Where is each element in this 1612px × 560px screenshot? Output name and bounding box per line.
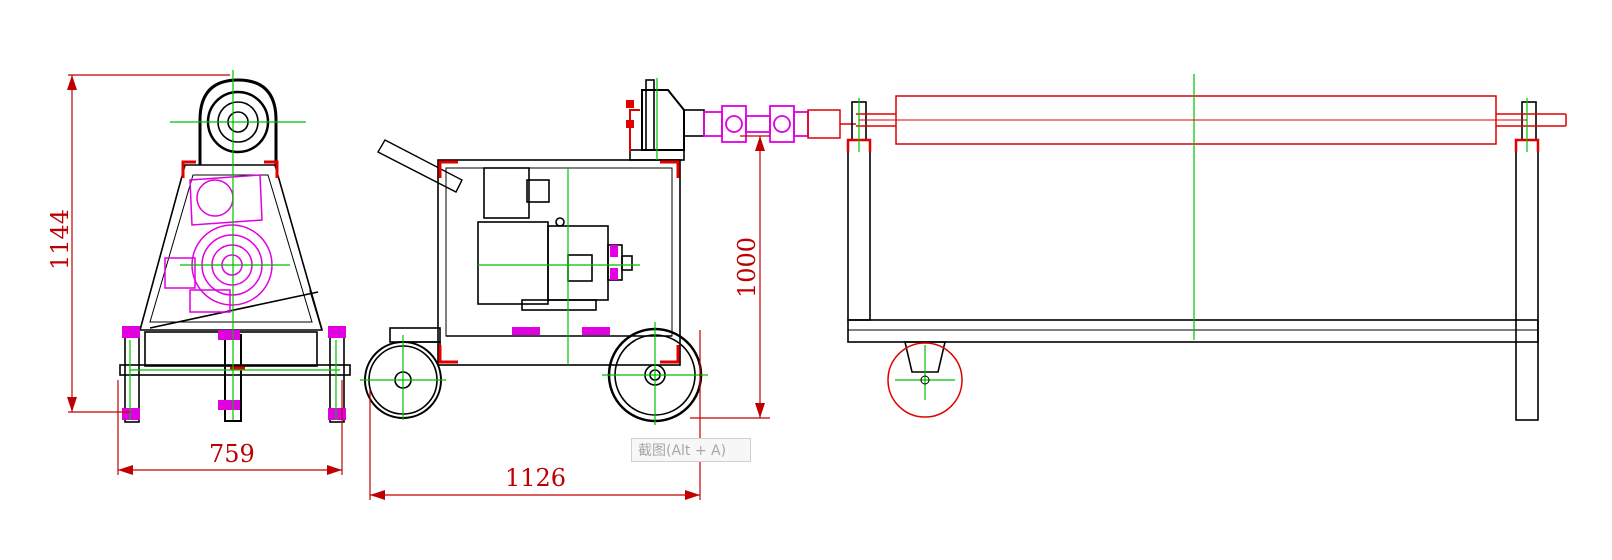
dimension-height-total: [67, 74, 230, 413]
side-red-corners: [438, 109, 680, 364]
dimension-width-front-label: 759: [209, 440, 255, 468]
drive-shaft: [703, 105, 809, 143]
front-centerlines: [129, 70, 340, 420]
dimension-height-side: [690, 135, 770, 419]
roller: [846, 95, 1567, 418]
dimension-width-side: [369, 330, 701, 500]
side-view: [364, 79, 705, 423]
dimension-width-front: [117, 380, 343, 475]
shaft-red: [807, 109, 856, 139]
front-view: [119, 78, 351, 423]
dimension-height-side-label: 1000: [733, 237, 761, 298]
roller-centerlines: [858, 74, 1528, 400]
dimension-width-side-label: 1126: [505, 464, 566, 492]
side-magenta-parts: [512, 245, 618, 335]
dimension-height-total-label: 1144: [46, 209, 74, 270]
front-wheels: [122, 326, 346, 420]
gearbox-red-bolts: [626, 100, 634, 128]
side-centerlines: [360, 78, 708, 425]
front-motor: [164, 174, 273, 313]
roller-black-axis: [859, 119, 1527, 385]
roller-frame: [847, 101, 1539, 421]
screenshot-tooltip: 截图(Alt + A): [631, 438, 751, 462]
